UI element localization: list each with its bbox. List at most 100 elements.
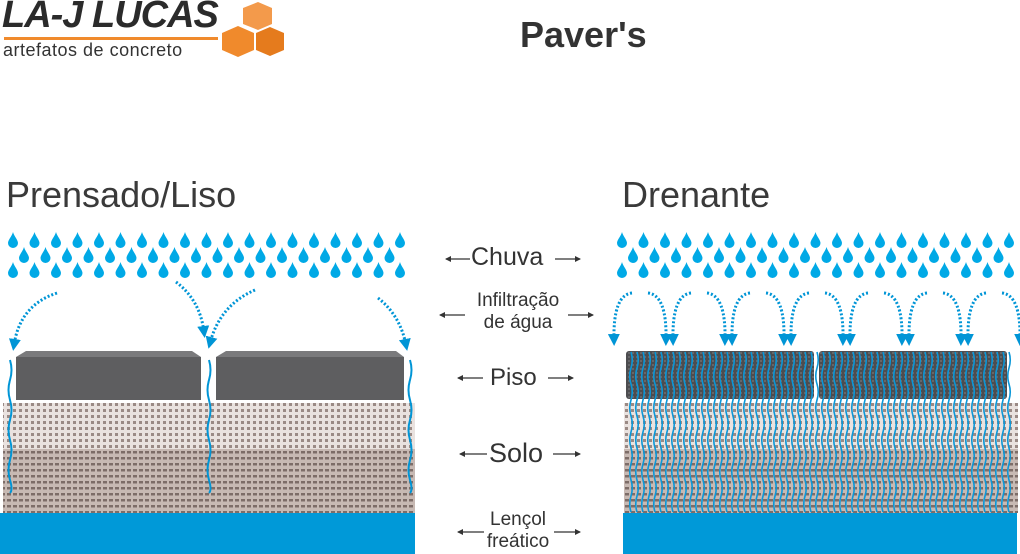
raindrop-icon	[8, 232, 18, 248]
raindrop-icon	[29, 232, 40, 248]
seepage-line	[898, 351, 904, 513]
legend-water-table-line1: Lençol	[490, 509, 546, 530]
raindrop-icon	[993, 247, 1004, 263]
raindrop-icon	[767, 262, 778, 278]
seepage-line	[712, 351, 718, 513]
seepage-line	[910, 351, 916, 513]
legend-arrows	[439, 256, 594, 535]
right-panel	[607, 232, 1020, 554]
legend-paver: Piso	[490, 364, 537, 391]
raindrop-icon	[330, 262, 341, 278]
seepage-line	[946, 351, 952, 513]
raindrop-icon	[234, 247, 244, 263]
raindrop-icon	[864, 247, 875, 263]
seepage-line	[778, 351, 784, 513]
seepage-line	[754, 351, 760, 513]
seepage-line	[988, 351, 994, 513]
left-panel	[0, 232, 415, 554]
raindrop-icon	[255, 247, 266, 263]
seepage-line	[718, 351, 724, 513]
raindrop-icon	[201, 262, 212, 278]
raindrop-icon	[1004, 262, 1014, 278]
seepage-line	[772, 351, 778, 513]
raindrop-icon	[266, 262, 276, 278]
raindrop-icon	[266, 232, 276, 248]
raindrop-icon	[395, 232, 405, 248]
logo-brand: LA-J LUCAS	[2, 0, 219, 36]
seepage-line	[952, 351, 958, 513]
seepage-line	[964, 351, 970, 513]
water-table-left	[0, 513, 415, 554]
left-panel-title: Prensado/Liso	[6, 174, 237, 215]
seepage-line	[862, 351, 868, 513]
seepage-line	[646, 351, 652, 513]
raindrop-icon	[929, 247, 939, 263]
seepage-line	[976, 351, 982, 513]
raindrop-icon	[638, 232, 649, 248]
raindrop-icon	[158, 262, 169, 278]
raindrop-icon	[982, 262, 993, 278]
seepage-line	[796, 351, 802, 513]
raindrop-icon	[72, 262, 83, 278]
infiltration-arrow	[647, 291, 673, 346]
raindrop-icon	[972, 247, 982, 263]
raindrop-icon	[810, 232, 821, 248]
seepage-line	[730, 351, 736, 513]
seepage-line	[694, 351, 700, 513]
seepage-line	[742, 351, 748, 513]
raindrop-icon	[341, 247, 352, 263]
logo-underline	[4, 37, 218, 40]
raindrop-icon	[115, 262, 126, 278]
seepage-line	[826, 351, 832, 513]
legend-infiltration: Infiltração de água	[469, 290, 567, 334]
infiltration-arrow	[961, 291, 987, 346]
raindrop-icon	[735, 247, 746, 263]
seepage-line	[1006, 351, 1012, 513]
seepage-line	[724, 351, 730, 513]
raindrop-icon	[703, 232, 713, 248]
logo-tagline: artefatos de concreto	[3, 40, 183, 60]
infiltration-arrows-right	[607, 291, 1020, 346]
infiltration-arrow	[725, 291, 751, 346]
infiltration-arrow	[666, 291, 692, 346]
raindrop-icon	[352, 262, 362, 278]
raindrop-icon	[62, 247, 72, 263]
raindrop-icon	[821, 247, 832, 263]
raindrop-icon	[352, 232, 362, 248]
seepage-line	[922, 351, 928, 513]
seepage-line	[970, 351, 976, 513]
raindrop-icon	[8, 262, 18, 278]
raindrop-icon	[950, 247, 961, 263]
seepage-line	[874, 351, 880, 513]
raindrop-icon	[330, 232, 341, 248]
raindrop-icon	[907, 247, 918, 263]
infiltration-arrow	[765, 291, 791, 346]
seepage-line	[628, 351, 634, 513]
seepage-line	[844, 351, 850, 513]
legend-soil: Solo	[489, 438, 544, 468]
raindrop-icon	[105, 247, 115, 263]
raindrop-icon	[918, 232, 928, 248]
raindrop-icon	[692, 247, 703, 263]
raindrop-icon	[223, 232, 233, 248]
raindrop-icon	[681, 232, 692, 248]
legend-infiltration-line2: de água	[483, 312, 553, 333]
seepage-line	[688, 351, 694, 513]
raindrop-icon	[896, 262, 907, 278]
seepage-line	[658, 351, 664, 513]
infiltration-arrow	[1001, 291, 1020, 346]
seepage-line	[682, 351, 688, 513]
raindrop-icon	[373, 232, 384, 248]
raindrop-icon	[395, 262, 405, 278]
infiltration-arrow	[902, 291, 928, 346]
seepage-line	[868, 351, 874, 513]
seepage-line	[958, 351, 964, 513]
raindrop-icon	[244, 262, 255, 278]
raindrop-icon	[875, 262, 885, 278]
legend-water-table-line2: freático	[486, 531, 550, 552]
seepage-line	[982, 351, 988, 513]
raindrop-icon	[843, 247, 853, 263]
legend-water-table: Lençol freático	[478, 509, 558, 553]
rain-drops-right	[617, 232, 1014, 278]
